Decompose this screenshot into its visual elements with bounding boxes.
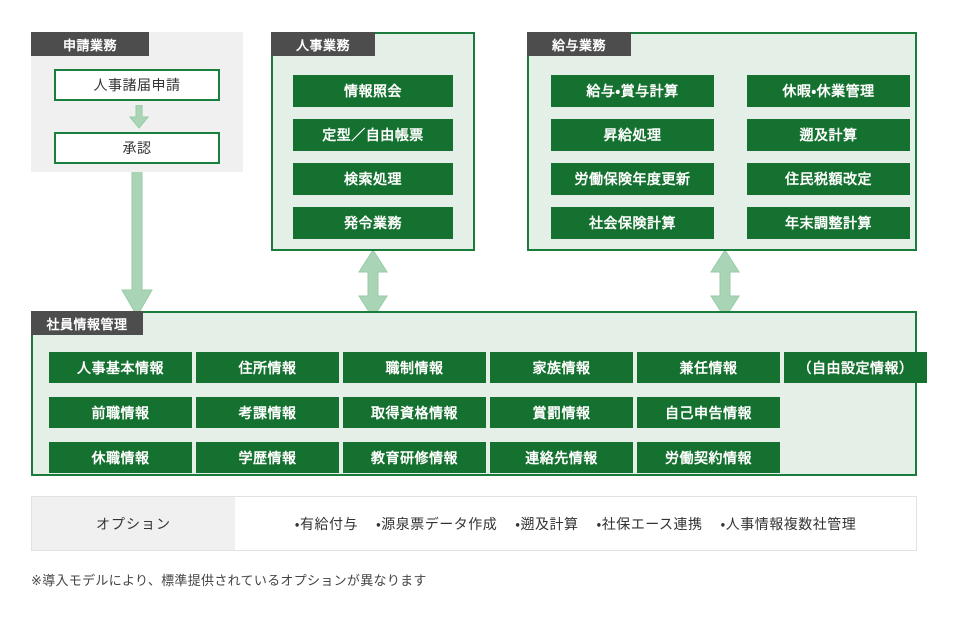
panel-employee-info-management: 社員情報管理 人事基本情報 住所情報 職制情報 家族情報 兼任情報 （自由設定情… [31, 311, 927, 476]
hr-to-employee-info-arrow [358, 250, 388, 318]
box-shoubatsu-jouhou[interactable]: 賞罰情報 [490, 397, 633, 428]
option-item-sokyuu-keisan: ・遡及計算 [515, 515, 579, 532]
box-kennin-jouhou[interactable]: 兼任情報 [637, 352, 780, 383]
panel-employee-info-management-tab: 社員情報管理 [31, 311, 143, 335]
box-kyouiku-kenshuu-jouhou[interactable]: 教育研修情報 [343, 442, 486, 473]
option-item-gensenhyou-data-sakusei: ・源泉票データ作成 [375, 515, 498, 532]
box-jinji-shoken-shinsei[interactable]: 人事諸届申請 [54, 69, 220, 101]
panel-application-business: 申請業務 人事諸届申請 承認 [31, 32, 243, 172]
box-jouhou-shoukai[interactable]: 情報照会 [293, 75, 453, 107]
application-internal-arrow [129, 105, 149, 129]
box-shoukyuu-shori[interactable]: 昇給処理 [551, 119, 714, 151]
box-roudou-keiyaku-jouhou[interactable]: 労働契約情報 [637, 442, 780, 473]
box-kensaku-shori[interactable]: 検索処理 [293, 163, 453, 195]
panel-hr-business: 人事業務 情報照会 定型／自由帳票 検索処理 発令業務 [271, 32, 475, 251]
box-sokyuu-keisan[interactable]: 遡及計算 [747, 119, 910, 151]
box-juusho-jouhou[interactable]: 住所情報 [196, 352, 339, 383]
box-kazoku-jouhou[interactable]: 家族情報 [490, 352, 633, 383]
option-item-yuukyuu-fuyo: ・有給付与 [294, 515, 358, 532]
box-kyuuka-kyuugyou-kanri[interactable]: 休暇・休業管理 [747, 75, 910, 107]
box-juuminzei-gaku-kaitei[interactable]: 住民税額改定 [747, 163, 910, 195]
footnote-note: ※導入モデルにより、標準提供されているオプションが異なります [31, 573, 427, 588]
application-to-employee-info-arrow [121, 150, 153, 318]
box-kouka-jouhou[interactable]: 考課情報 [196, 397, 339, 428]
box-teikei-jiyuu-chouhyou[interactable]: 定型／自由帳票 [293, 119, 453, 151]
box-hatsurei-gyoumu[interactable]: 発令業務 [293, 207, 453, 239]
box-shakai-hoken-keisan[interactable]: 社会保険計算 [551, 207, 714, 239]
box-kyuuyo-shouyo-keisan[interactable]: 給与・賞与計算 [551, 75, 714, 107]
panel-payroll-business: 給与業務 給与・賞与計算 昇給処理 労働保険年度更新 社会保険計算 休暇・休業管… [527, 32, 917, 251]
box-shutoku-shikaku-jouhou[interactable]: 取得資格情報 [343, 397, 486, 428]
box-renrakusaki-jouhou[interactable]: 連絡先情報 [490, 442, 633, 473]
box-jiyuu-settei-jouhou[interactable]: （自由設定情報） [784, 352, 927, 383]
box-shokusei-jouhou[interactable]: 職制情報 [343, 352, 486, 383]
option-item-jinji-jouhou-fukusuusha-kanri: ・人事情報複数社管理 [720, 515, 857, 532]
box-jiko-shinkoku-jouhou[interactable]: 自己申告情報 [637, 397, 780, 428]
box-shounin[interactable]: 承認 [54, 132, 220, 164]
payroll-to-employee-info-arrow [710, 250, 740, 318]
box-gakureki-jouhou[interactable]: 学歴情報 [196, 442, 339, 473]
box-roudou-hoken-nendo-koushin[interactable]: 労働保険年度更新 [551, 163, 714, 195]
option-bar-label: オプション [32, 497, 235, 550]
option-item-shaho-ace-renkei: ・社保エース連携 [596, 515, 703, 532]
panel-hr-business-tab: 人事業務 [271, 32, 375, 56]
option-bar-values: ・有給付与 ・源泉票データ作成 ・遡及計算 ・社保エース連携 ・人事情報複数社管… [235, 497, 916, 550]
box-zenshoku-jouhou[interactable]: 前職情報 [49, 397, 192, 428]
option-bar: オプション ・有給付与 ・源泉票データ作成 ・遡及計算 ・社保エース連携 ・人事… [31, 496, 917, 551]
box-jinji-kihon-jouhou[interactable]: 人事基本情報 [49, 352, 192, 383]
box-nenmatsu-chousei-keisan[interactable]: 年末調整計算 [747, 207, 910, 239]
panel-payroll-business-tab: 給与業務 [527, 32, 631, 56]
panel-application-business-tab: 申請業務 [31, 32, 149, 56]
box-kyuushoku-jouhou[interactable]: 休職情報 [49, 442, 192, 473]
